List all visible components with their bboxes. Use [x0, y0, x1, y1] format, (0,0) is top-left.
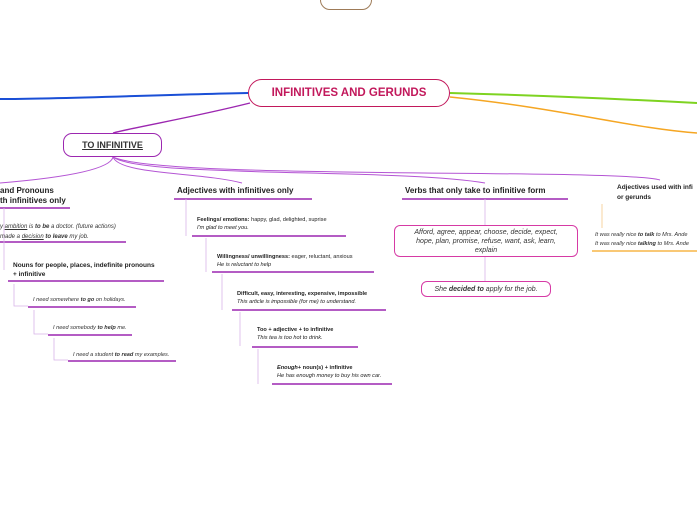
- verbs-example-box[interactable]: She decided to apply for the job.: [421, 281, 551, 297]
- branch-to-infinitive-title: TO INFINITIVE: [82, 140, 143, 150]
- adjectives-only-heading[interactable]: Adjectives with infinitives only: [177, 186, 294, 195]
- nouns-sub-example-2: I need somebody to help me.: [53, 325, 127, 331]
- difficult-node[interactable]: Difficult, easy, interesting, expensive,…: [237, 290, 367, 306]
- enough-example: He has enough money to buy his own car.: [277, 373, 382, 379]
- verbs-only-heading[interactable]: Verbs that only take to infinitive form: [405, 186, 546, 195]
- feelings-node[interactable]: Feelings/ emotions: happy, glad, delight…: [197, 216, 327, 232]
- nouns-sub-example-1: I need somewhere to go on holidays.: [33, 297, 126, 303]
- too-example: This tea is too hot to drink.: [257, 335, 323, 341]
- verbs-list-line2: hope, plan, promise, refuse, want, ask, …: [416, 237, 556, 245]
- nouns-example-1: y ambition is to be a doctor. (future ac…: [0, 224, 116, 230]
- enough-label-italic: Enough: [277, 365, 298, 371]
- nouns-people-line1: Nouns for people, places, indefinite pro…: [13, 262, 155, 269]
- adjectives-both-line2: or gerunds: [617, 194, 651, 201]
- parent-node[interactable]: xxxx: [320, 0, 372, 10]
- adjectives-both-example-2: It was really nice talking to Mrs. Ande: [595, 241, 689, 247]
- nouns-people-line2: + infinitive: [13, 271, 46, 278]
- nouns-heading-line2: th infinitives only: [0, 196, 66, 205]
- adjectives-both-heading[interactable]: Adjectives used with infi or gerunds: [617, 183, 693, 203]
- willingness-node[interactable]: Willingness/ unwillingness: eager, reluc…: [217, 253, 353, 269]
- verbs-list-box[interactable]: Afford, agree, appear, choose, decide, e…: [394, 225, 578, 257]
- central-topic-title: INFINITIVES AND GERUNDS: [271, 87, 427, 99]
- feelings-words: happy, glad, delighted, suprise: [249, 217, 327, 223]
- enough-node[interactable]: Enough+ noun(s) + infinitive He has enou…: [277, 364, 381, 380]
- central-topic[interactable]: INFINITIVES AND GERUNDS: [248, 79, 450, 107]
- nouns-people-heading[interactable]: Nouns for people, places, indefinite pro…: [13, 261, 155, 279]
- nouns-heading-line1: and Pronouns: [0, 186, 54, 195]
- branch-to-infinitive[interactable]: TO INFINITIVE: [63, 133, 162, 157]
- nouns-sub-example-3: I need a student to read my examples.: [73, 352, 170, 358]
- too-label: Too + adjective + to infinitive: [257, 327, 334, 333]
- willingness-words: eager, reluctant, anxious: [290, 254, 353, 260]
- verbs-list-line1: Afford, agree, appear, choose, decide, e…: [414, 228, 558, 236]
- difficult-example: This article is impossible (for me) to u…: [237, 299, 357, 305]
- willingness-label: Willingness/ unwillingness:: [217, 254, 290, 260]
- difficult-label: Difficult, easy, interesting, expensive,…: [237, 291, 368, 297]
- too-node[interactable]: Too + adjective + to infinitive This tea…: [257, 326, 333, 342]
- nouns-example-2: made a decision to leave my job.: [0, 234, 89, 240]
- enough-label-rest: + noun(s) + infinitive: [297, 365, 353, 371]
- nouns-pronouns-heading[interactable]: and Pronouns th infinitives only: [0, 186, 66, 206]
- feelings-example: I'm glad to meet you.: [197, 225, 249, 231]
- adjectives-both-example-1: It was really nice to talk to Mrs. Ande: [595, 232, 688, 238]
- adjectives-both-line1: Adjectives used with infi: [617, 184, 693, 191]
- willingness-example: He is reluctant to help: [217, 262, 272, 268]
- feelings-label: Feelings/ emotions:: [197, 217, 250, 223]
- verbs-list-line3: explain: [474, 246, 498, 254]
